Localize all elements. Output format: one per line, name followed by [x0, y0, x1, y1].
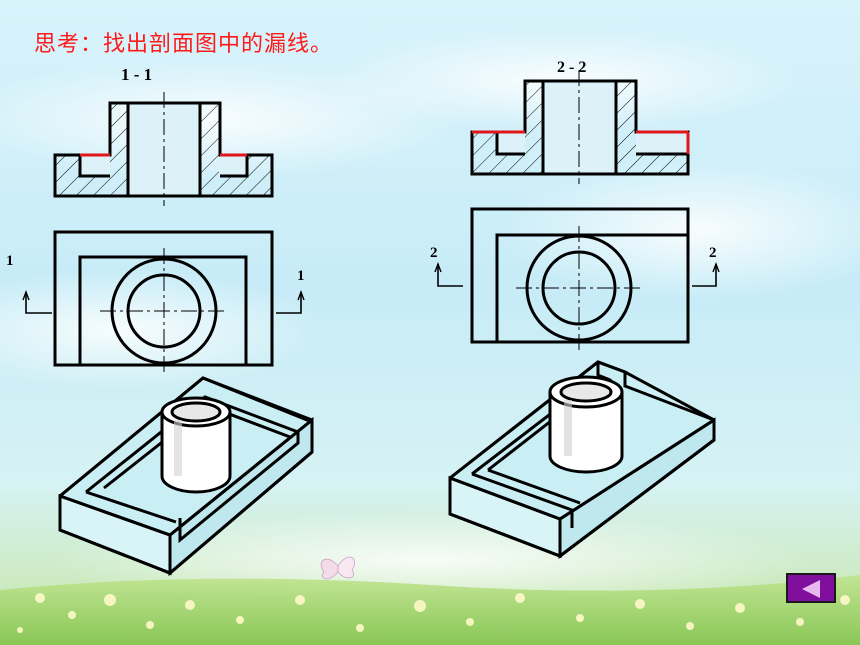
- cut-label-left-2: 2: [430, 245, 438, 261]
- previous-slide-button[interactable]: [786, 573, 836, 603]
- isometric-view-1: [58, 376, 314, 577]
- section-view-1-1: [53, 92, 274, 206]
- section-label-2-2: 2 - 2: [557, 59, 586, 76]
- section-view-2-2: [470, 70, 690, 184]
- cut-label-right-2: 2: [709, 245, 717, 261]
- slide-title: 思考：找出剖面图中的漏线。: [34, 32, 334, 57]
- top-view-1: [22, 230, 305, 374]
- butterfly-decoration: [320, 556, 355, 580]
- triangle-left-icon: [802, 580, 820, 598]
- cut-label-left-1: 1: [6, 253, 14, 269]
- cut-label-right-1: 1: [297, 268, 305, 284]
- section-label-1-1: 1 - 1: [121, 65, 152, 84]
- top-view-2: [434, 207, 720, 352]
- isometric-view-2: [448, 360, 716, 560]
